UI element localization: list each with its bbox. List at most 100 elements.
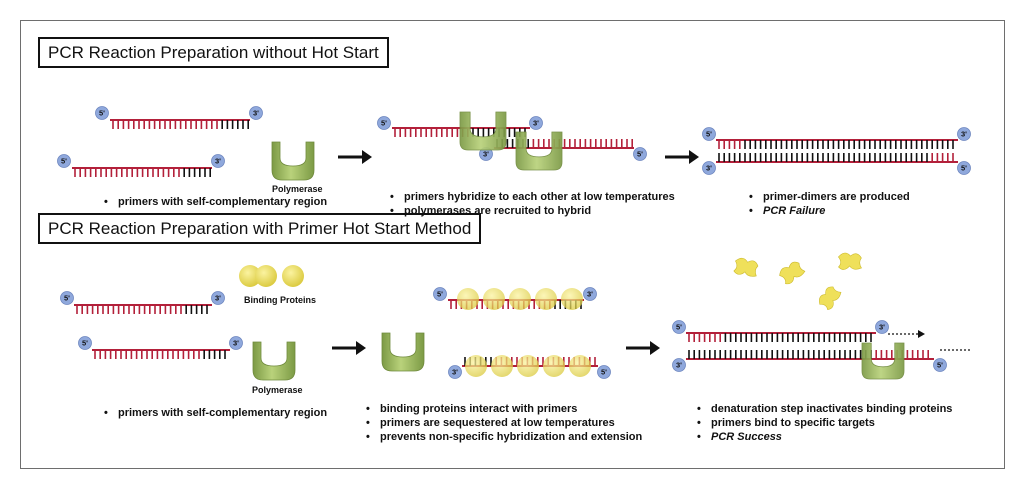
bullet-text-pcr-failure: PCR Failure: [763, 205, 825, 217]
polymerase-icon: [271, 141, 315, 181]
bullet-text: polymerases are recruited to hybrid: [404, 205, 591, 217]
bullet-text-pcr-success: PCR Success: [711, 431, 782, 443]
bottom-col3-bullets: • denaturation step inactivates binding …: [697, 403, 952, 443]
binding-protein-icon: [239, 265, 304, 287]
five-prime-end: 5': [60, 291, 74, 305]
five-prime-end: 5': [957, 161, 971, 175]
denatured-protein-icon: [819, 286, 842, 310]
end-label: 5': [99, 109, 105, 118]
bullet-marker: •: [104, 407, 108, 419]
binding-protein-icon: [543, 355, 565, 377]
five-prime-end: 5': [78, 336, 92, 350]
five-prime-end: 5': [633, 147, 647, 161]
section-title-with-hot-start: PCR Reaction Preparation with Primer Hot…: [38, 213, 482, 244]
polymerase-label: Polymerase: [272, 184, 323, 194]
binding-protein-icon: [491, 355, 513, 377]
bullet-text: denaturation step inactivates binding pr…: [711, 403, 952, 415]
bottom-col2-bullets: • binding proteins interact with primers…: [366, 403, 642, 443]
bullet-marker: •: [749, 191, 753, 203]
bullet-marker: •: [697, 431, 701, 443]
dna-strand-icon: [716, 139, 958, 149]
three-prime-end: 3': [702, 161, 716, 175]
end-label: 5': [381, 119, 387, 128]
end-label: 3': [215, 294, 221, 303]
five-prime-end: 5': [702, 127, 716, 141]
binding-protein-icon: [561, 288, 583, 310]
end-label: 3': [706, 164, 712, 173]
arrow-right-icon: [332, 341, 366, 355]
top-col3-bullets: • primer-dimers are produced • PCR Failu…: [749, 191, 910, 217]
end-label: 5': [61, 157, 67, 166]
binding-protein-icon: [465, 355, 487, 377]
arrow-right-icon: [338, 150, 372, 164]
bullet-text: binding proteins interact with primers: [380, 403, 577, 415]
arrow-right-icon: [626, 341, 660, 355]
end-label: 3': [215, 157, 221, 166]
bullet-marker: •: [390, 205, 394, 217]
five-prime-end: 5': [433, 287, 447, 301]
binding-protein-icon: [457, 288, 479, 310]
three-prime-end: 3': [211, 291, 225, 305]
polymerase-icon: [515, 131, 563, 171]
end-label: 3': [533, 119, 539, 128]
end-label: 5': [676, 323, 682, 332]
bullet-marker: •: [366, 403, 370, 415]
bullet-text: primers bind to specific targets: [711, 417, 875, 429]
five-prime-end: 5': [57, 154, 71, 168]
figure-frame: [20, 20, 1005, 469]
end-label: 3': [452, 368, 458, 377]
three-prime-end: 3': [529, 116, 543, 130]
top-col3-dimers: 5' 3' 3' 5': [702, 127, 971, 175]
top-col2-bullets: • primers hybridize to each other at low…: [390, 191, 675, 217]
three-prime-end: 3': [249, 106, 263, 120]
end-label: 3': [961, 130, 967, 139]
bullet-text: primer-dimers are produced: [763, 191, 910, 203]
end-label: 3': [587, 290, 593, 299]
top-col1-strands: 5' 3' 5' 3': [57, 106, 263, 177]
top-col2-hybrid: 5' 3' 3' 5': [377, 111, 647, 171]
bullet-text: prevents non-specific hybridization and …: [380, 431, 642, 443]
denatured-protein-icon: [779, 261, 806, 285]
denatured-protein-icon: [733, 257, 759, 277]
five-prime-end: 5': [597, 365, 611, 379]
bullet-marker: •: [697, 403, 701, 415]
dna-strand-icon: [494, 139, 634, 149]
polymerase-icon: [381, 332, 425, 372]
bullet-text: primers with self-complementary region: [118, 196, 327, 208]
end-label: 5': [706, 130, 712, 139]
three-prime-end: 3': [957, 127, 971, 141]
bullet-text: primers with self-complementary region: [118, 407, 327, 419]
bullet-marker: •: [749, 205, 753, 217]
end-label: 3': [676, 361, 682, 370]
polymerase-icon: [459, 111, 507, 151]
end-label: 3': [233, 339, 239, 348]
denatured-protein-icon: [837, 252, 862, 270]
three-prime-end: 3': [448, 365, 462, 379]
polymerase-icon: [252, 341, 296, 381]
extension-arrow-icon: [888, 330, 925, 338]
bottom-col1-strands: 5' 3' 5' 3': [60, 291, 243, 359]
arrow-right-icon: [665, 150, 699, 164]
end-label: 5': [637, 150, 643, 159]
end-label: 3': [483, 150, 489, 159]
three-prime-end: 3': [229, 336, 243, 350]
end-label: 3': [879, 323, 885, 332]
three-prime-end: 3': [672, 358, 686, 372]
bullet-marker: •: [697, 417, 701, 429]
dna-strand-icon: [72, 167, 212, 177]
polymerase-label: Polymerase: [252, 385, 303, 395]
binding-protein-icon: [509, 288, 531, 310]
bullet-marker: •: [390, 191, 394, 203]
polymerase-icon: [861, 342, 905, 380]
binding-protein-icon: [569, 355, 591, 377]
bottom-col2-sequestered: 5' 3' 3' 5': [433, 287, 611, 379]
bullet-marker: •: [366, 417, 370, 429]
bullet-text: primers are sequestered at low temperatu…: [380, 417, 615, 429]
three-prime-end: 3': [211, 154, 225, 168]
end-label: 3': [253, 109, 259, 118]
dna-strand-icon: [686, 332, 876, 342]
end-label: 5': [82, 339, 88, 348]
end-label: 5': [937, 361, 943, 370]
binding-protein-icon: [517, 355, 539, 377]
